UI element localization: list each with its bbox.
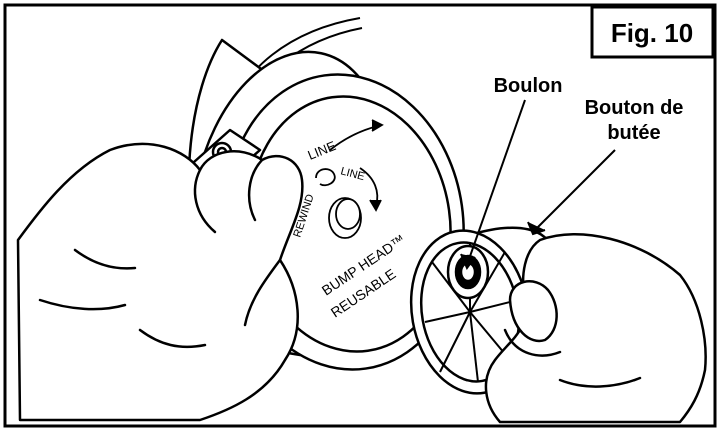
right-hand — [484, 233, 707, 424]
left-hand — [16, 142, 304, 422]
stop-button-callout-line2: butée — [607, 122, 660, 144]
stop-button-callout-line1: Bouton de — [585, 97, 684, 119]
figure-label-box: Fig. 10 — [590, 5, 715, 59]
figure-label: Fig. 10 — [611, 18, 693, 48]
bolt-callout: Boulon — [494, 75, 563, 97]
callout-arrows — [460, 99, 616, 271]
hub-markings — [315, 119, 384, 239]
